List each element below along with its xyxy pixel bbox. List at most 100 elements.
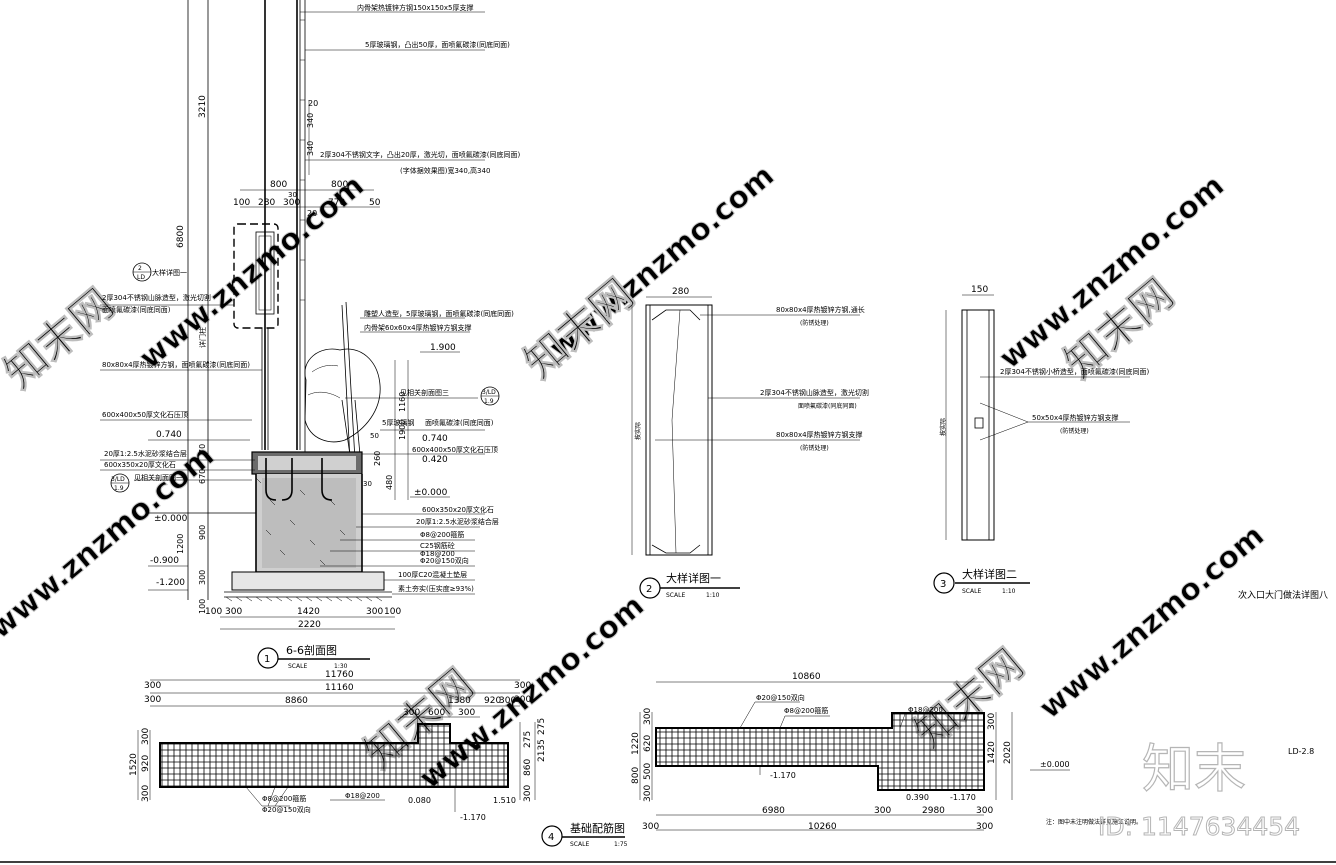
elevation-marks: 1.900 0.740 0.740 0.420 ±0.000 ±0.000 -0… <box>148 343 460 591</box>
scale-label: SCALE <box>666 592 685 599</box>
elevation-1200: -1.200 <box>156 578 185 588</box>
dim-text: 8860 <box>285 696 308 706</box>
dim-text: 2220 <box>298 620 321 630</box>
note-text: 2厚304不锈钢山脉造型，激光切割 <box>102 293 211 302</box>
note-text: 素土夯实(压实度≥93%) <box>398 584 474 593</box>
sheet-title: 次入口大门做法详图八 <box>1238 589 1328 601</box>
elevation-0420: 0.420 <box>422 455 448 465</box>
note-text: 2厚304不锈钢文字，凸出20厚，激光切，面喷氟碳漆(同底同面) <box>320 150 520 159</box>
dim-text: 300 <box>198 570 207 585</box>
dim-text: 800 <box>331 180 348 190</box>
ref-text: LD <box>137 274 145 281</box>
sheet-code: LD-2.8 <box>1288 747 1314 756</box>
rebar-note: Φ18@200 <box>908 706 943 714</box>
height-note: 按实际 <box>939 418 947 436</box>
elevation-1900: 1.900 <box>430 343 456 353</box>
rebar-note: Φ20@150双向 <box>756 693 805 702</box>
rebar-note: Φ8@200箍筋 <box>262 794 306 803</box>
elevation-0740-r: 0.740 <box>422 434 448 444</box>
dim-text: 1220 <box>631 732 641 755</box>
note-text: (防锈处理) <box>800 444 829 452</box>
note-text: 600x400x50厚文化石压顶 <box>412 445 498 454</box>
dim-text: 800 <box>270 180 287 190</box>
ref-text: 3/LD <box>482 389 496 396</box>
section-6-6: 800 30 800 100 280 300 770 50 20 20 340 … <box>100 0 520 670</box>
note-text: Φ18@200 <box>420 550 455 558</box>
scale-label: SCALE <box>962 588 981 595</box>
dim-text: 1200 <box>176 534 185 554</box>
dim-text: 900 <box>198 525 207 540</box>
watermark-layer: www.znzmo.com 知末网 www.znzmo.com 知末网 www.… <box>0 158 1272 797</box>
rebar-note: Φ18@200 <box>345 792 380 800</box>
dim-text: 1420 <box>987 741 997 764</box>
scale-value: 1:75 <box>614 841 628 848</box>
elevation-text: 0.080 <box>408 796 431 805</box>
dim-text: 920 <box>141 755 151 772</box>
note-text: (防锈处理) <box>1060 427 1089 435</box>
dim-text: 50 <box>370 432 379 440</box>
dim-text: 70 <box>198 444 207 454</box>
sculpture-figure <box>304 301 381 461</box>
note-text: 雕塑人造型，5厚玻璃钢，面喷氟碳漆(同底同面) <box>364 309 514 318</box>
watermark-text: www.znzmo.com <box>1033 518 1271 726</box>
dim-text: 300 <box>144 681 161 691</box>
dim-text: 2020 <box>1003 741 1013 764</box>
detail-number: 2 <box>646 584 652 595</box>
detail-title: 大样详图一 <box>666 571 721 585</box>
scale-value: 1:10 <box>1002 588 1016 595</box>
detail-reference-circle: 3/LD 1.9 <box>110 473 130 493</box>
ref-text: 1.9 <box>114 485 124 492</box>
dim-text: 860 <box>523 759 533 776</box>
dim-text: 6980 <box>762 806 785 816</box>
dim-text: 300 <box>283 198 300 208</box>
dim-text: 300 <box>642 822 659 832</box>
detail-reference-circle: 2 LD <box>132 262 152 282</box>
note-text: 面喷氟碳漆(同底同面) <box>425 418 494 427</box>
elevation-text: ±0.000 <box>1040 760 1070 769</box>
dim-text: 1520 <box>129 753 139 776</box>
elevation-text: -1.170 <box>460 813 486 822</box>
note-text: 80x80x4厚热镀锌方钢，面喷氟碳漆(同底同面) <box>102 360 250 369</box>
dim-text: 300 <box>514 681 531 691</box>
dim-text: 300 <box>141 728 151 745</box>
dim-text: 275 <box>523 731 533 748</box>
dim-text: 20 <box>308 99 318 108</box>
id-label: ID: 1147634454 <box>1098 812 1300 841</box>
dim-text: 1160 <box>398 392 407 412</box>
rebar-note: Φ20@150双向 <box>262 805 311 814</box>
dim-text: 11160 <box>325 683 354 693</box>
rebar-note: Φ8@200箍筋 <box>784 706 828 715</box>
dim-text: 480 <box>385 475 394 490</box>
note-text: 50x50x4厚热镀锌方钢支撑 <box>1032 413 1119 422</box>
note-text: 600x350x20厚文化石 <box>104 460 176 469</box>
section-number: 1 <box>264 654 270 665</box>
dim-text: 300 <box>643 708 653 725</box>
dim-text: 300 <box>523 785 533 802</box>
dim-text: 10860 <box>792 672 821 682</box>
note-text: 大样详图一 <box>152 268 187 277</box>
note-text: C25钢筋砼 <box>420 541 455 550</box>
note-text: Φ20@150双向 <box>420 556 469 565</box>
scale-value: 1:10 <box>706 592 720 599</box>
note-text: 见相关剖面图三 <box>400 388 449 397</box>
dim-text: 300 <box>458 708 475 718</box>
section-title: 6-6剖面图 <box>286 643 337 657</box>
dim-text: 50 <box>369 198 381 208</box>
note-text: Φ8@200箍筋 <box>420 530 464 539</box>
note-text: 内骨架60x60x4厚热镀锌方钢支撑 <box>364 323 472 332</box>
note-text: 20厚1:2.5水泥砂浆结合层 <box>104 449 187 458</box>
note-text: 面喷氟碳漆(同底同面) <box>798 402 857 410</box>
note-text: 80x80x4厚热镀锌方钢支撑 <box>776 430 863 439</box>
dim-text: 300 <box>366 607 383 617</box>
dim-text: 620 <box>643 735 653 752</box>
foundation-plan-right: 10860 Φ20@150双向 Φ8@200箍筋 Φ18@200 300 122… <box>631 672 1070 832</box>
scale-label: SCALE <box>570 841 589 848</box>
detail-2: 280 按实际 80x80x4厚热镀锌方钢,通长 (防锈处理) 2厚304不锈钢… <box>631 287 869 599</box>
callout-leaders <box>100 11 485 595</box>
dim-text: 280 <box>258 198 275 208</box>
dim-text: 30 <box>363 480 372 488</box>
dim-text: 2980 <box>922 806 945 816</box>
dim-text: 100 <box>198 599 207 614</box>
top-dimensions: 800 30 800 100 280 300 770 50 20 20 340 … <box>233 99 381 218</box>
